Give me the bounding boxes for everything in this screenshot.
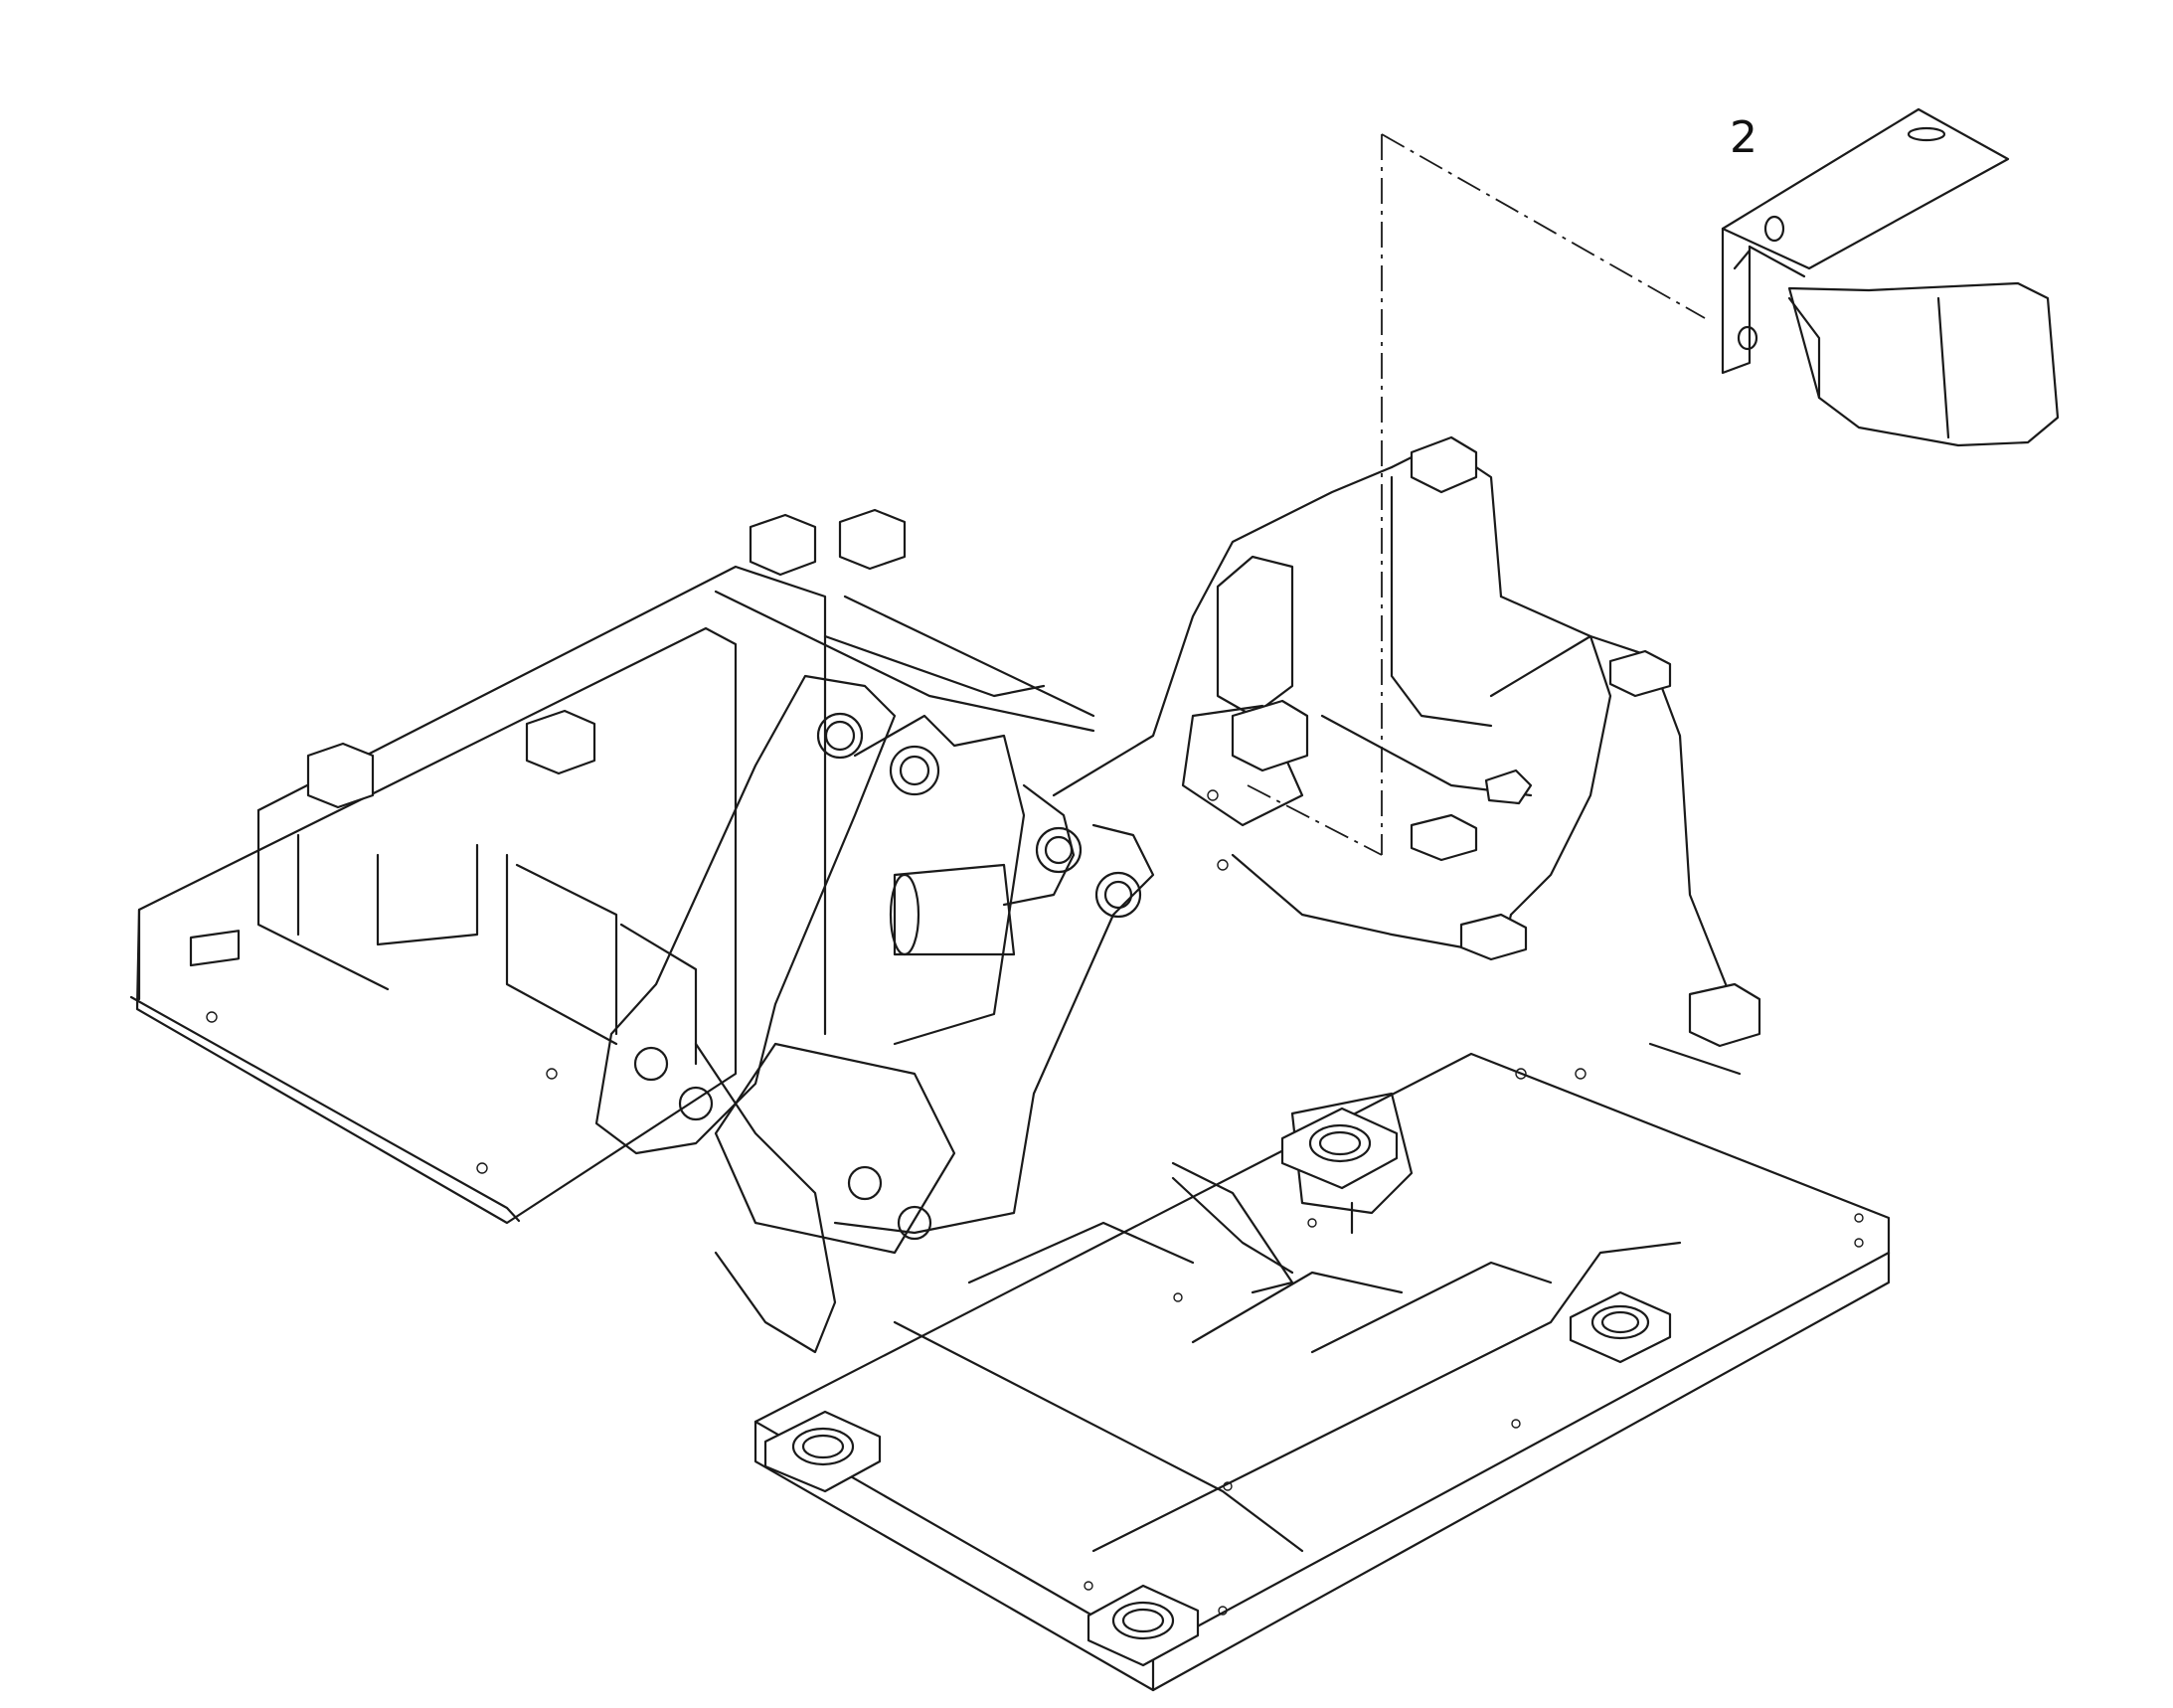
fastener-details xyxy=(476,769,1864,1616)
rear-pads xyxy=(306,508,1095,809)
mount-socket-front-left xyxy=(1086,1584,1200,1667)
part-2-cover-bracket xyxy=(1721,107,2060,447)
lower-undercarriage-frame xyxy=(753,1052,1891,1692)
part-callout-2: 2 xyxy=(1730,112,1757,163)
left-base-plate xyxy=(129,565,827,1225)
boom-mount-brackets xyxy=(594,674,1155,1354)
mount-socket-front-right xyxy=(1569,1290,1672,1364)
center-upright-frame xyxy=(1052,435,1761,1076)
assembly-leader-line xyxy=(1247,133,1706,856)
mount-socket-rear-left xyxy=(763,1410,882,1493)
mount-socket-rear-right xyxy=(1280,1107,1399,1190)
